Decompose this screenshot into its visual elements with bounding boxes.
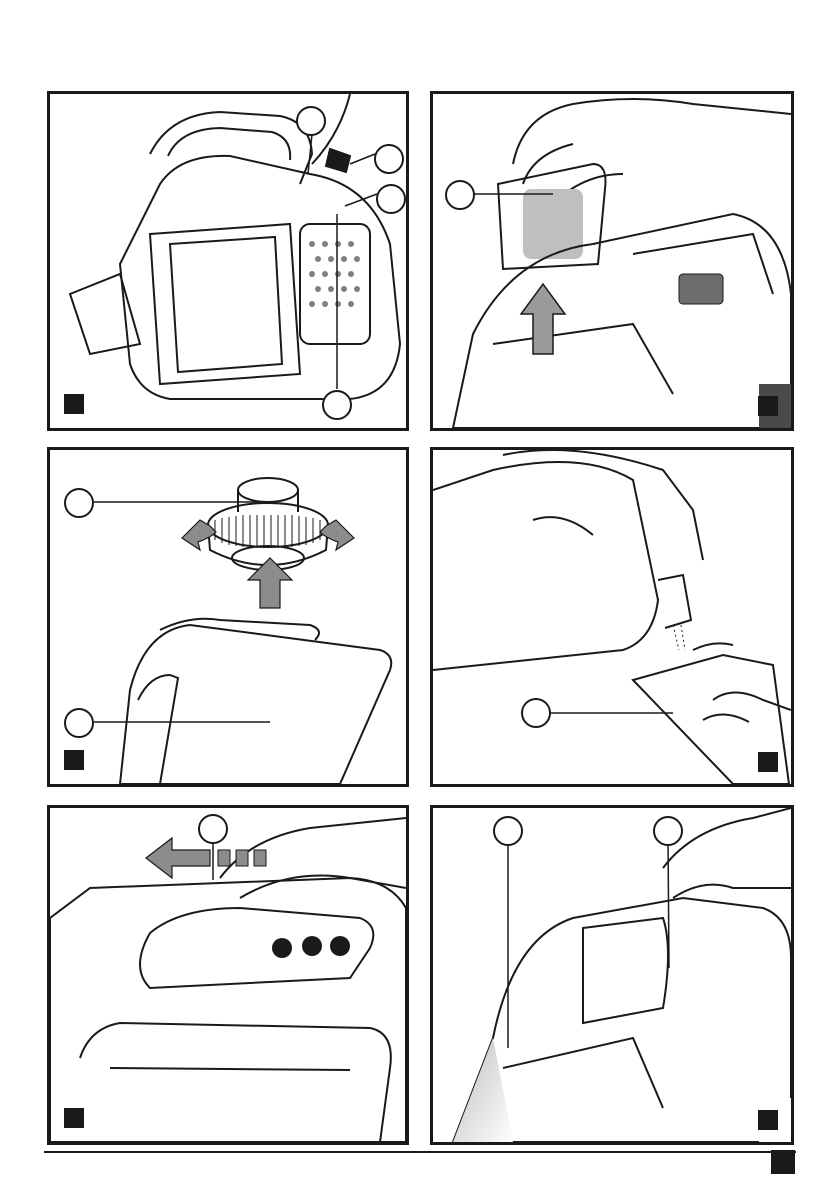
callout-circle: [376, 184, 406, 214]
figure-marker: [64, 1108, 84, 1128]
figure-panel-3: [47, 447, 409, 787]
callout-circle: [445, 180, 475, 210]
tank-removal-illustration: [433, 94, 791, 428]
figure-marker: [758, 1110, 778, 1130]
callout-circle: [521, 698, 551, 728]
arrow-up-icon: [521, 284, 565, 354]
figure-panel-1: [47, 91, 409, 431]
latch-release-illustration: [50, 808, 406, 1142]
callout-circle: [64, 708, 94, 738]
slide-left-arrow-icon: [146, 838, 266, 878]
figure-marker: [64, 394, 84, 414]
figure-panel-6: [430, 805, 794, 1145]
figure-marker: [64, 750, 84, 770]
footer-rule: [44, 1151, 796, 1153]
figure-panel-4: [430, 447, 794, 787]
hand-icon: [513, 99, 791, 164]
callout-circle: [198, 814, 228, 844]
callout-circle: [296, 106, 326, 136]
cap-removal-illustration: [50, 450, 406, 784]
callout-circle: [493, 816, 523, 846]
spray-trigger-illustration: [433, 808, 791, 1142]
callout-circle: [374, 144, 404, 174]
arrow-up-icon: [248, 558, 292, 608]
vacuum-side-view-illustration: [50, 94, 406, 428]
callout-circle: [322, 390, 352, 420]
figure-panel-2: [430, 91, 794, 431]
figure-marker: [758, 752, 778, 772]
callout-circle: [653, 816, 683, 846]
figure-marker: [758, 396, 778, 416]
figure-panel-5: [47, 805, 409, 1145]
page-number-box: [771, 1150, 795, 1174]
fill-tank-illustration: [433, 450, 791, 784]
callout-circle: [64, 488, 94, 518]
